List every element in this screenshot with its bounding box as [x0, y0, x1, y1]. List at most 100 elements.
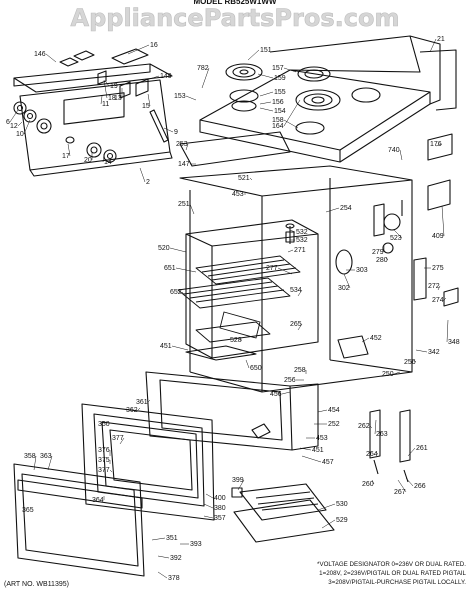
part-label-782: 782: [197, 65, 209, 72]
leader-line-380: [203, 503, 214, 509]
part-label-21: 21: [437, 36, 445, 43]
part-label-453: 453: [316, 435, 328, 442]
part-number-labels: 1461615121610181497821315915715515615416…: [6, 36, 460, 582]
broiler-pan: [233, 483, 335, 543]
leader-line-392: [157, 555, 170, 559]
leader-line-18: [103, 79, 108, 99]
part-label-274: 274: [432, 297, 444, 304]
part-label-377: 377: [112, 435, 124, 442]
part-label-266: 266: [414, 483, 426, 490]
leader-line-251: [189, 203, 195, 215]
part-label-400: 400: [214, 495, 226, 502]
part-label-357: 357: [214, 515, 226, 522]
leader-line-263: [374, 419, 377, 435]
leader-line-452: [361, 337, 370, 343]
part-label-252: 252: [328, 421, 340, 428]
leader-line-19: [105, 81, 110, 87]
leader-line-348: [446, 319, 449, 343]
leader-line-454: [317, 409, 328, 413]
part-label-151: 151: [260, 47, 272, 54]
part-label-523: 523: [390, 235, 402, 242]
part-label-164: 164: [272, 123, 284, 130]
leader-line-409: [441, 205, 445, 237]
part-label-363: 363: [40, 453, 52, 460]
part-label-350: 350: [98, 421, 110, 428]
part-label-159: 159: [274, 75, 286, 82]
watermark-text: AppliancePartsPros.com: [71, 4, 400, 32]
part-label-176: 176: [430, 141, 442, 148]
part-label-520: 520: [158, 245, 170, 252]
part-label-361: 361: [136, 399, 148, 406]
part-label-146: 146: [34, 51, 46, 58]
leader-line-11: [100, 95, 103, 105]
leader-line-534: [297, 289, 303, 297]
part-label-18: 18: [108, 95, 116, 102]
part-label-12: 12: [10, 123, 18, 130]
part-label-149: 149: [160, 73, 172, 80]
leader-line-456: [281, 391, 291, 395]
leader-line-9: [163, 127, 174, 133]
part-label-16: 16: [150, 42, 158, 49]
leader-line-521: [249, 177, 253, 181]
part-label-528: 528: [230, 337, 242, 344]
part-label-256: 256: [404, 359, 416, 366]
leader-line-254: [325, 207, 340, 213]
burner-knobs: [13, 101, 117, 163]
art-number: (ART NO. WB11395): [4, 581, 69, 588]
part-label-2: 2: [146, 179, 150, 186]
part-label-15: 15: [142, 103, 150, 110]
leader-line-10: [23, 119, 31, 135]
part-label-20: 20: [84, 157, 92, 164]
leader-line-400: [205, 493, 214, 499]
part-label-153: 153: [174, 93, 186, 100]
leader-line-520: [169, 247, 187, 253]
part-label-457: 457: [322, 459, 334, 466]
part-label-409: 409: [432, 233, 444, 240]
part-label-280: 280: [376, 257, 388, 264]
part-label-256: 256: [284, 377, 296, 384]
part-label-303: 303: [356, 267, 368, 274]
part-label-534: 534: [290, 287, 302, 294]
part-label-364: 364: [92, 497, 104, 504]
part-label-392: 392: [170, 555, 182, 562]
part-label-377: 377: [98, 467, 110, 474]
part-label-451: 451: [160, 343, 172, 350]
part-label-454: 454: [328, 407, 340, 414]
part-label-351: 351: [166, 535, 178, 542]
leader-line-6: [9, 109, 19, 123]
part-label-651: 651: [164, 265, 176, 272]
leader-line-265: [297, 323, 303, 331]
leader-line-156: [259, 101, 272, 105]
leader-line-158: [283, 119, 299, 129]
part-label-11: 11: [102, 101, 109, 108]
leader-line-164: [283, 99, 301, 127]
part-label-456: 456: [270, 391, 282, 398]
leader-line-15: [147, 93, 151, 107]
part-label-9: 9: [174, 129, 178, 136]
part-label-10: 10: [16, 131, 24, 138]
leader-line-271: [287, 249, 294, 253]
leader-line-266: [405, 477, 414, 487]
leader-line-21: [429, 38, 437, 53]
leader-lines: [9, 38, 449, 579]
part-label-263: 263: [376, 431, 388, 438]
part-label-532: 532: [296, 229, 308, 236]
part-label-19: 19: [110, 83, 118, 90]
leader-line-378: [157, 571, 168, 579]
leader-line-302: [343, 273, 351, 289]
leader-line-277: [277, 267, 293, 275]
part-label-530: 530: [336, 501, 348, 508]
leader-line-176: [435, 143, 443, 147]
part-label-529: 529: [336, 517, 348, 524]
part-label-250: 250: [382, 371, 394, 378]
model-text: MODEL RB525W1WW: [194, 0, 277, 6]
leader-line-262: [369, 425, 373, 429]
leader-line-362: [137, 407, 141, 411]
leader-line-12: [17, 121, 23, 127]
leader-line-149: [145, 75, 160, 81]
part-label-17: 17: [62, 153, 70, 160]
leader-line-151: [247, 49, 260, 61]
voltage-note-line-2: 1=208V, 2=236V/PIGTAIL OR DUAL RATED PIG…: [319, 570, 466, 577]
leader-line-530: [317, 503, 336, 511]
voltage-note-line-1: *VOLTAGE DESIGNATOR 0=236V OR DUAL RATED…: [317, 561, 466, 568]
